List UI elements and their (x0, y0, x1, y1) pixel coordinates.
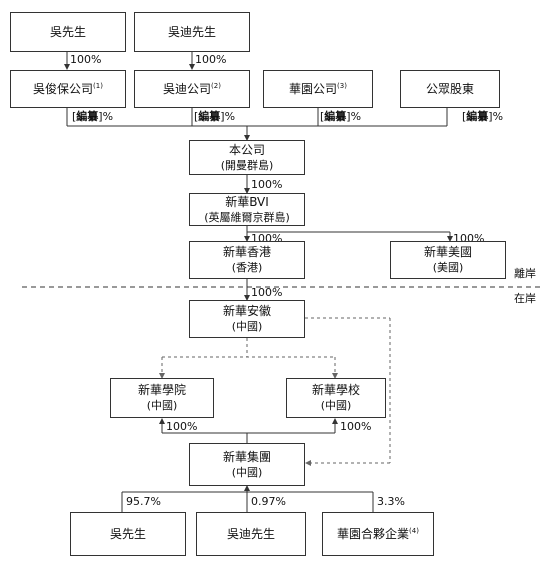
school-name: 新華學校 (311, 383, 360, 397)
top-wu-xian-sheng-box: 吳先生 (10, 12, 126, 52)
top-wu-xian-sheng-label: 吳先生 (49, 24, 86, 39)
pct-group-to-college: 100% (166, 420, 198, 433)
wu-di-company-box: 吳迪公司(2) (134, 70, 250, 108)
us-box: 新華美國 (美國) (390, 241, 506, 279)
pct-wu-to-group: 95.7% (126, 495, 161, 508)
bottom-wu-di-xian-sheng-box: 吳迪先生 (196, 512, 306, 556)
hk-box: 新華香港 (香港) (189, 241, 305, 279)
footnote-4-marker: (4) (409, 526, 419, 535)
pct-wu-to-holdco: 100% (70, 53, 102, 66)
huayuan-partnership-label: 華園合夥企業(4) (337, 526, 419, 541)
footnote-1-marker: (1) (93, 81, 103, 90)
public-shareholders-box: 公眾股東 (400, 70, 500, 108)
us-name: 新華美國 (423, 245, 472, 259)
anhui-box: 新華安徽 (中國) (189, 300, 305, 338)
college-name: 新華學院 (137, 383, 186, 397)
top-wu-di-xian-sheng-box: 吳迪先生 (134, 12, 250, 52)
anhui-name: 新華安徽 (222, 304, 271, 318)
bottom-wu-xian-sheng-label: 吳先生 (109, 526, 146, 541)
us-jurisdiction: (美國) (432, 261, 464, 274)
college-box: 新華學院 (中國) (110, 378, 214, 418)
huayuan-partnership-box: 華園合夥企業(4) (322, 512, 434, 556)
bottom-wu-di-xian-sheng-label: 吳迪先生 (226, 526, 275, 541)
footnote-2-marker: (2) (211, 81, 221, 90)
redacted-pct-public: [編纂]% (462, 110, 504, 123)
hk-name: 新華香港 (222, 245, 271, 259)
pct-hk-to-anhui: 100% (251, 286, 283, 299)
bvi-jurisdiction: (英屬維爾京群島) (204, 210, 290, 224)
public-shareholders-label: 公眾股東 (425, 81, 474, 96)
bvi-name: 新華BVI (225, 194, 269, 209)
company-box: 本公司 (開曼群島) (189, 140, 305, 175)
footnote-3-marker: (3) (337, 81, 347, 90)
wu-jun-bao-company-label: 吳俊保公司(1) (33, 81, 103, 96)
top-wu-di-xian-sheng-label: 吳迪先生 (167, 24, 216, 39)
school-jurisdiction: (中國) (320, 399, 352, 412)
group-name: 新華集團 (222, 449, 271, 464)
wu-jun-bao-company-box: 吳俊保公司(1) (10, 70, 126, 108)
pct-wudi-to-holdco: 100% (195, 53, 227, 66)
huayuan-company-box: 華園公司(3) (263, 70, 373, 108)
pct-partnership-to-group: 3.3% (377, 495, 405, 508)
huayuan-company-label: 華園公司(3) (289, 81, 347, 96)
redacted-pct-wu-di: [編纂]% (194, 110, 236, 123)
school-box: 新華學校 (中國) (286, 378, 386, 418)
group-jurisdiction: (中國) (231, 465, 263, 479)
pct-group-to-school: 100% (340, 420, 372, 433)
company-name: 本公司 (228, 142, 265, 157)
college-jurisdiction: (中國) (146, 399, 178, 412)
bottom-wu-xian-sheng-box: 吳先生 (70, 512, 186, 556)
onshore-label: 在岸 (514, 292, 536, 305)
bvi-box: 新華BVI (英屬維爾京群島) (189, 193, 305, 226)
redacted-pct-huayuan: [編纂]% (320, 110, 362, 123)
anhui-jurisdiction: (中國) (231, 320, 263, 333)
group-box: 新華集團 (中國) (189, 443, 305, 486)
hk-jurisdiction: (香港) (231, 261, 263, 274)
redacted-pct-wu-jun-bao: [編纂]% (72, 110, 114, 123)
wu-di-company-label: 吳迪公司(2) (163, 81, 221, 96)
pct-wudi-to-group: 0.97% (251, 495, 286, 508)
company-jurisdiction: (開曼群島) (220, 158, 274, 172)
pct-company-to-bvi: 100% (251, 178, 283, 191)
offshore-label: 離岸 (514, 267, 536, 280)
